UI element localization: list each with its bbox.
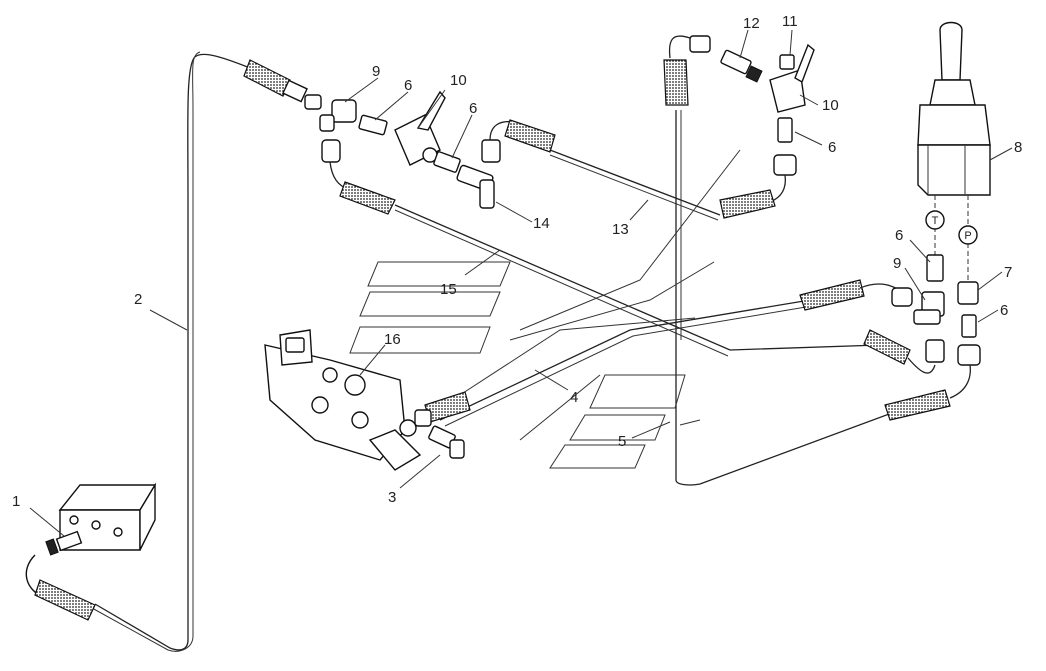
- callout-10-right: 10: [822, 97, 839, 114]
- adapter-6-right-upper: [926, 254, 944, 282]
- tee-fitting-14: [456, 139, 501, 209]
- hose-top-right-loop: [663, 35, 711, 106]
- hose-line-4: [439, 299, 811, 421]
- callout-1: 1: [12, 493, 20, 510]
- ball-valve-10-left: [394, 90, 446, 166]
- valve-section-outline-lower: [519, 374, 686, 469]
- tee-fitting-9-left: [304, 94, 357, 132]
- fitting-3: [428, 425, 465, 459]
- hose-line-2: [94, 53, 251, 651]
- hose-end-top-left: [243, 59, 308, 103]
- callout-2: 2: [134, 291, 142, 308]
- adapter-7: [957, 281, 979, 305]
- callout-12: 12: [743, 15, 760, 32]
- callout-16: 16: [384, 331, 401, 348]
- control-valve-16: [264, 329, 422, 471]
- callout-6-top-right: 6: [828, 139, 836, 156]
- tee-fitting-9-right: [913, 291, 945, 363]
- callout-7: 7: [1004, 264, 1012, 281]
- callout-5: 5: [618, 433, 626, 450]
- hose-center-top: [489, 119, 556, 153]
- hose-right-upper: [799, 279, 913, 311]
- adapter-6-top-left: [358, 114, 388, 136]
- port-marker-tank: T: [925, 210, 945, 230]
- callout-10-left: 10: [450, 72, 467, 89]
- adapter-6-top-right: [777, 117, 793, 143]
- fitting-1: [45, 530, 83, 556]
- callout-leaders: [29, 29, 1013, 537]
- callout-13: 13: [612, 221, 629, 238]
- callout-15: 15: [440, 281, 457, 298]
- callout-9-left: 9: [372, 63, 380, 80]
- hose-line-15: [394, 204, 881, 351]
- callout-14: 14: [533, 215, 550, 232]
- hose-elbow-left: [321, 139, 396, 215]
- callout-6-top-left: 6: [404, 77, 412, 94]
- callout-8: 8: [1014, 139, 1022, 156]
- ball-valve-10-right: [769, 43, 815, 113]
- callout-4: 4: [570, 389, 578, 406]
- callout-6-right-upper: 6: [895, 227, 903, 244]
- adapter-6-right-lower: [957, 314, 981, 366]
- callout-9-right: 9: [893, 255, 901, 272]
- hose-right-lower: [884, 364, 971, 421]
- hose-elbow-right: [719, 154, 797, 219]
- hose-right-middle: [863, 329, 936, 374]
- hose-end-lower-left: [25, 554, 96, 621]
- callout-3: 3: [388, 489, 396, 506]
- callout-6-right-lower: 6: [1000, 302, 1008, 319]
- adapter-6-center: [433, 151, 461, 173]
- hose-end-valve-upper: [414, 391, 471, 427]
- port-marker-pressure: P: [958, 225, 978, 245]
- joystick-valve-8: [917, 21, 991, 196]
- port-marker-pressure-label: P: [964, 230, 971, 242]
- callout-11: 11: [782, 13, 798, 30]
- adapter-12: [720, 49, 763, 83]
- callout-6-center: 6: [469, 100, 477, 117]
- hose-line-13: [549, 149, 721, 216]
- port-marker-tank-label: T: [932, 215, 939, 227]
- valve-section-outline-upper: [349, 149, 741, 396]
